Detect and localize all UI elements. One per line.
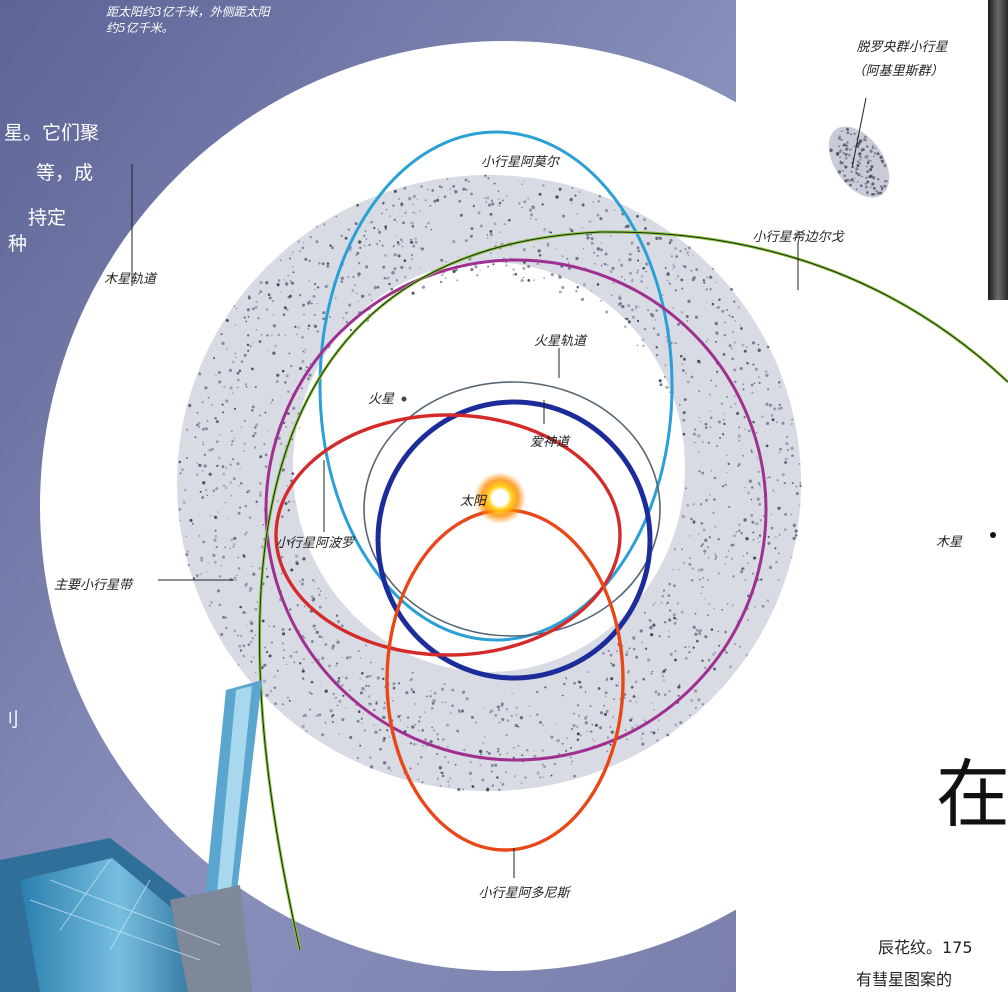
bottom-text-2: 有彗星图案的 (856, 970, 953, 989)
photo-strip (988, 0, 1008, 300)
label-trojan-line-1: 脱罗央群小行星 (856, 40, 948, 55)
amor-orbit (318, 130, 674, 642)
label-main-belt: 主要小行星带 (54, 578, 133, 593)
label-sun: 太阳 (460, 494, 487, 509)
sun (474, 472, 526, 524)
label-jupiter-orbit: 木星轨道 (103, 272, 157, 287)
eros-orbit (375, 399, 653, 681)
label-hidalgo: 小行星希边尔戈 (752, 230, 844, 245)
label-mars-orbit: 火星轨道 (533, 334, 587, 349)
jupiter-dot (990, 532, 996, 538)
apollo-orbit (274, 413, 622, 657)
label-adonis: 小行星阿多尼斯 (478, 886, 570, 901)
spacecraft-illustration (0, 680, 262, 992)
top-caption-line-1: 距太阳约3亿千米，外侧距太阳 (106, 5, 270, 19)
label-jupiter: 木星 (936, 535, 963, 550)
side-text-3: 持定 (28, 207, 67, 229)
leader-lines (131, 97, 867, 878)
label-amor: 小行星阿莫尔 (480, 155, 560, 170)
bottom-text-1: 辰花纹。175 (878, 938, 973, 957)
label-mars: 火星 (368, 392, 395, 407)
hidalgo-orbit-inner (259, 231, 1008, 951)
label-eros: 爱神道 (530, 435, 570, 450)
side-text-4: 种 (8, 233, 28, 255)
mars-dot (401, 396, 407, 402)
trojan-dots (829, 127, 889, 196)
side-text-1: 星。它们聚 (4, 122, 100, 144)
top-caption: 距太阳约3亿千米，外侧距太阳 约5亿千米。 (106, 4, 270, 36)
jupiter-orbit (264, 258, 768, 762)
label-trojan-line-2: （阿基里斯群） (852, 64, 944, 79)
top-caption-line-2: 约5亿千米。 (106, 21, 174, 35)
mars-orbit (363, 381, 661, 637)
label-apollo: 小行星阿波罗 (276, 536, 355, 551)
side-text-5: 刂 (0, 709, 20, 731)
side-text-2: 等，成 (36, 162, 94, 184)
asteroid-belt-dots (178, 174, 802, 792)
heading-character: 在 (936, 752, 1008, 838)
